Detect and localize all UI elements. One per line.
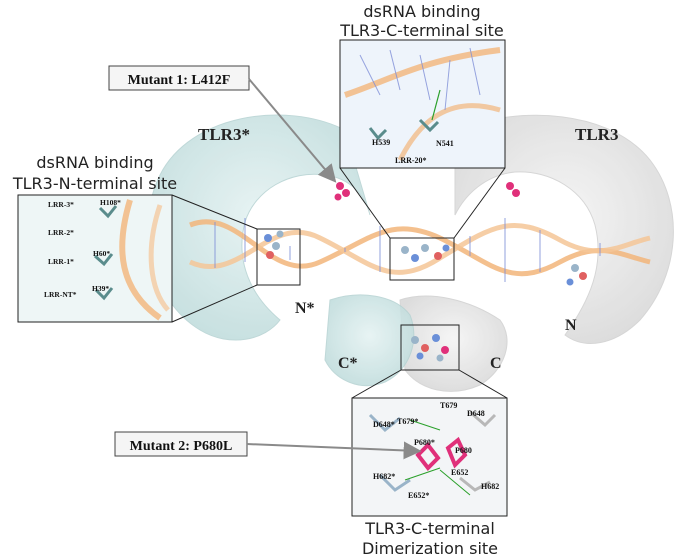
residue-label: LRR-1* — [48, 257, 74, 266]
residue-label: H682* — [373, 472, 395, 481]
n-terminus-label: N — [565, 317, 577, 334]
c-site-selection-box — [389, 237, 455, 281]
residue-label: LRR-3* — [48, 200, 74, 209]
c-star-terminus-label: C* — [338, 355, 358, 372]
mutant-spheres — [334, 182, 520, 201]
residue-label: E652* — [408, 491, 429, 500]
mutant2-label-box — [114, 431, 248, 457]
dimer-inset — [351, 397, 508, 517]
residue-label: T679* — [397, 417, 418, 426]
mutant1-arrow — [248, 78, 337, 183]
residue-label: H108* — [100, 198, 121, 207]
residue-label: P680* — [414, 438, 435, 447]
c-site-title-line2: TLR3-C-terminal site — [339, 21, 504, 40]
dsrna-helix — [188, 218, 651, 282]
residue-label: H539 — [372, 138, 390, 147]
n-site-residue-cluster — [264, 230, 284, 259]
mutant1-label-box — [108, 65, 250, 91]
c-site-inset — [339, 39, 506, 169]
residue-label: D648* — [373, 420, 395, 429]
n-site-inset — [17, 194, 173, 323]
c-site-residue-cluster — [401, 244, 450, 262]
tlr3-label: TLR3 — [575, 125, 618, 144]
n-site-selection-box — [256, 228, 301, 286]
dimer-title-line2: Dimerization site — [362, 539, 498, 558]
residue-label: LRR-20* — [395, 156, 427, 165]
c-terminus-label: C — [490, 355, 502, 372]
n-site-title-line1: dsRNA binding — [36, 153, 153, 172]
dimer-selection-box — [400, 324, 460, 371]
dimer-title-line1: TLR3-C-terminal — [364, 519, 495, 538]
dimer-residue-cluster — [411, 334, 449, 362]
tlr3-star-protein-surface — [147, 114, 415, 387]
residue-label: H60* — [93, 249, 110, 258]
residue-label: D648 — [467, 409, 485, 418]
residue-label: H39* — [92, 284, 109, 293]
residue-label: T679 — [440, 401, 457, 410]
mutant2-arrow — [246, 441, 422, 460]
residue-label: E652 — [451, 468, 468, 477]
residue-label: H682 — [481, 482, 499, 491]
n-terminal-residue-cluster — [566, 264, 587, 286]
n-site-title-line2: TLR3-N-terminal site — [12, 174, 177, 193]
tlr3-protein-surface — [399, 114, 674, 392]
residue-label: LRR-NT* — [44, 290, 77, 299]
c-site-title-line1: dsRNA binding — [363, 2, 480, 21]
tlr3-star-label: TLR3* — [198, 125, 250, 144]
n-star-terminus-label: N* — [295, 300, 315, 317]
residue-label: P680 — [455, 446, 472, 455]
inset-connector-lines — [171, 167, 508, 399]
mutant1-label: Mutant 1: L412F — [128, 73, 231, 88]
residue-label: N541 — [436, 139, 454, 148]
mutant2-label: Mutant 2: P680L — [130, 439, 233, 454]
residue-label: LRR-2* — [48, 228, 74, 237]
